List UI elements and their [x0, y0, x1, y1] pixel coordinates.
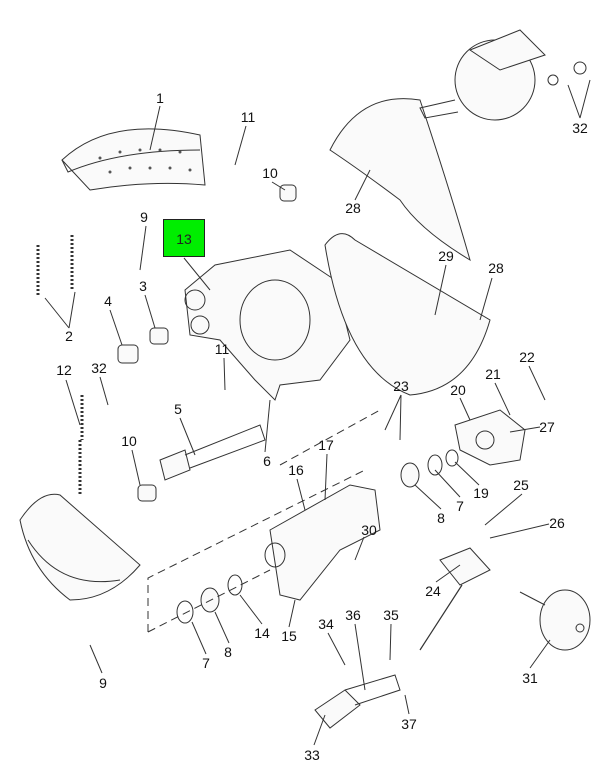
callout-35[interactable]: 35	[383, 607, 399, 623]
callout-8b[interactable]: 8	[224, 644, 232, 660]
callout-36[interactable]: 36	[345, 607, 361, 623]
callout-17[interactable]: 17	[318, 437, 334, 453]
callout-24[interactable]: 24	[425, 583, 441, 599]
chamber-bracket	[264, 484, 381, 601]
direction-arrow	[419, 584, 463, 651]
callout-28[interactable]: 28	[345, 200, 361, 216]
callout-2[interactable]: 2	[65, 328, 73, 344]
callout-11[interactable]: 11	[240, 109, 256, 125]
callout-16[interactable]: 16	[288, 462, 304, 478]
washers-bearings	[176, 449, 459, 624]
callout-22[interactable]: 22	[519, 349, 535, 365]
callout-7[interactable]: 7	[456, 498, 464, 514]
callout-12[interactable]: 12	[56, 362, 72, 378]
leader-lines	[44, 79, 591, 746]
callout-label: 13	[176, 231, 192, 247]
brake-shoe-lower	[19, 493, 141, 601]
callout-10[interactable]: 10	[262, 165, 278, 181]
callout-28b[interactable]: 28	[488, 260, 504, 276]
callout-21[interactable]: 21	[485, 366, 501, 382]
callout-26[interactable]: 26	[549, 515, 565, 531]
callout-23[interactable]: 23	[393, 378, 409, 394]
highlighted-callout-13[interactable]: 13	[163, 219, 205, 257]
brake-shoe-upper	[61, 128, 206, 191]
callout-9[interactable]: 9	[140, 209, 148, 225]
callout-7b[interactable]: 7	[202, 655, 210, 671]
callout-27[interactable]: 27	[539, 419, 555, 435]
dust-shields	[324, 98, 491, 396]
callout-32b[interactable]: 32	[572, 120, 588, 136]
callout-34[interactable]: 34	[318, 616, 334, 632]
steering-knuckle	[419, 29, 587, 121]
callout-1[interactable]: 1	[156, 90, 164, 106]
callout-4[interactable]: 4	[104, 293, 112, 309]
callout-20[interactable]: 20	[450, 382, 466, 398]
bushings	[117, 184, 297, 502]
brake-spider	[184, 249, 351, 401]
assembly-lines	[147, 409, 381, 633]
callout-31[interactable]: 31	[522, 670, 538, 686]
callout-15[interactable]: 15	[281, 628, 297, 644]
callout-29[interactable]: 29	[438, 248, 454, 264]
callout-9b[interactable]: 9	[99, 675, 107, 691]
clevis	[314, 547, 491, 729]
callout-30[interactable]: 30	[361, 522, 377, 538]
callout-14[interactable]: 14	[254, 625, 270, 641]
callout-6[interactable]: 6	[263, 453, 271, 469]
callout-11b[interactable]: 11	[214, 341, 230, 357]
callout-33[interactable]: 33	[304, 747, 320, 761]
callout-8[interactable]: 8	[437, 510, 445, 526]
callout-10b[interactable]: 10	[121, 433, 137, 449]
callout-3[interactable]: 3	[139, 278, 147, 294]
callout-37[interactable]: 37	[401, 716, 417, 732]
callout-32[interactable]: 32	[91, 360, 107, 376]
return-springs	[36, 235, 84, 495]
brake-chamber	[519, 589, 591, 651]
camshaft	[159, 424, 266, 481]
slack-adjuster	[454, 409, 526, 466]
callout-5[interactable]: 5	[174, 401, 182, 417]
callout-19[interactable]: 19	[473, 485, 489, 501]
callout-25[interactable]: 25	[513, 477, 529, 493]
